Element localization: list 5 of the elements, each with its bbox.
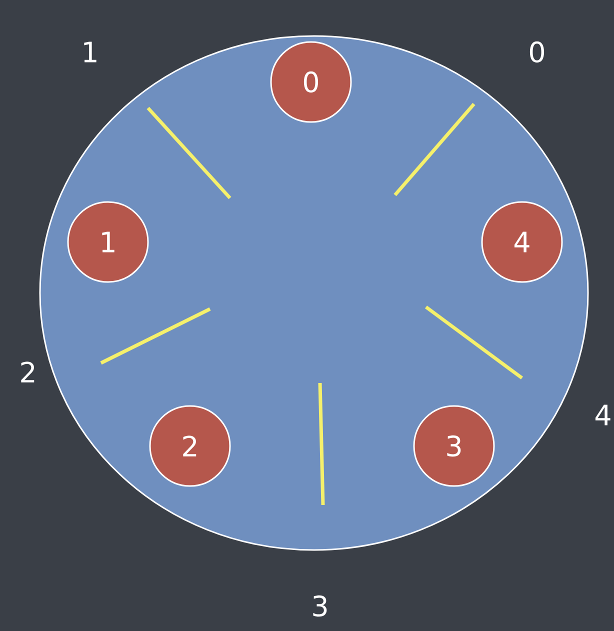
position-number: 0 [530,41,544,63]
position-number: 2 [21,362,34,382]
position-number: 4 [595,404,610,426]
position-number: 1 [84,42,96,62]
position-number: 3 [313,595,327,617]
